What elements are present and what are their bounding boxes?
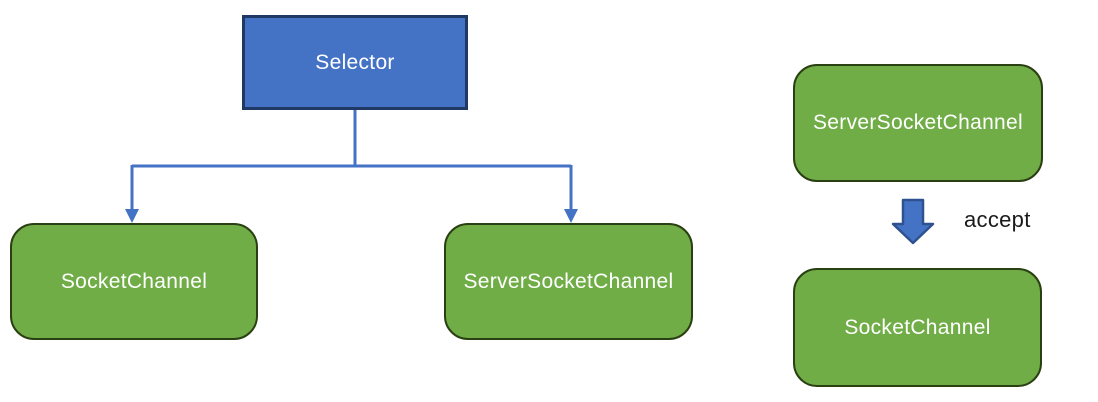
accept-down-arrow-icon (891, 198, 935, 245)
serversocketchannel-node-right-label: ServerSocketChannel (813, 111, 1023, 134)
socketchannel-node-left-label: SocketChannel (60, 269, 208, 293)
socketchannel-node-right-label: SocketChannel (844, 315, 991, 339)
serversocketchannel-node-right: ServerSocketChannel (793, 64, 1043, 182)
left-arrowhead-icon (125, 209, 139, 223)
serversocketchannel-node-mid: ServerSocketChannel (444, 223, 693, 340)
accept-label: accept (964, 207, 1031, 232)
serversocketchannel-node-mid-label: ServerSocketChannel (463, 269, 674, 293)
socketchannel-node-right: SocketChannel (793, 268, 1042, 387)
selector-node: Selector (242, 15, 468, 110)
selector-node-label: Selector (315, 50, 395, 74)
socketchannel-node-left: SocketChannel (10, 223, 258, 340)
right-arrowhead-icon (564, 209, 578, 223)
